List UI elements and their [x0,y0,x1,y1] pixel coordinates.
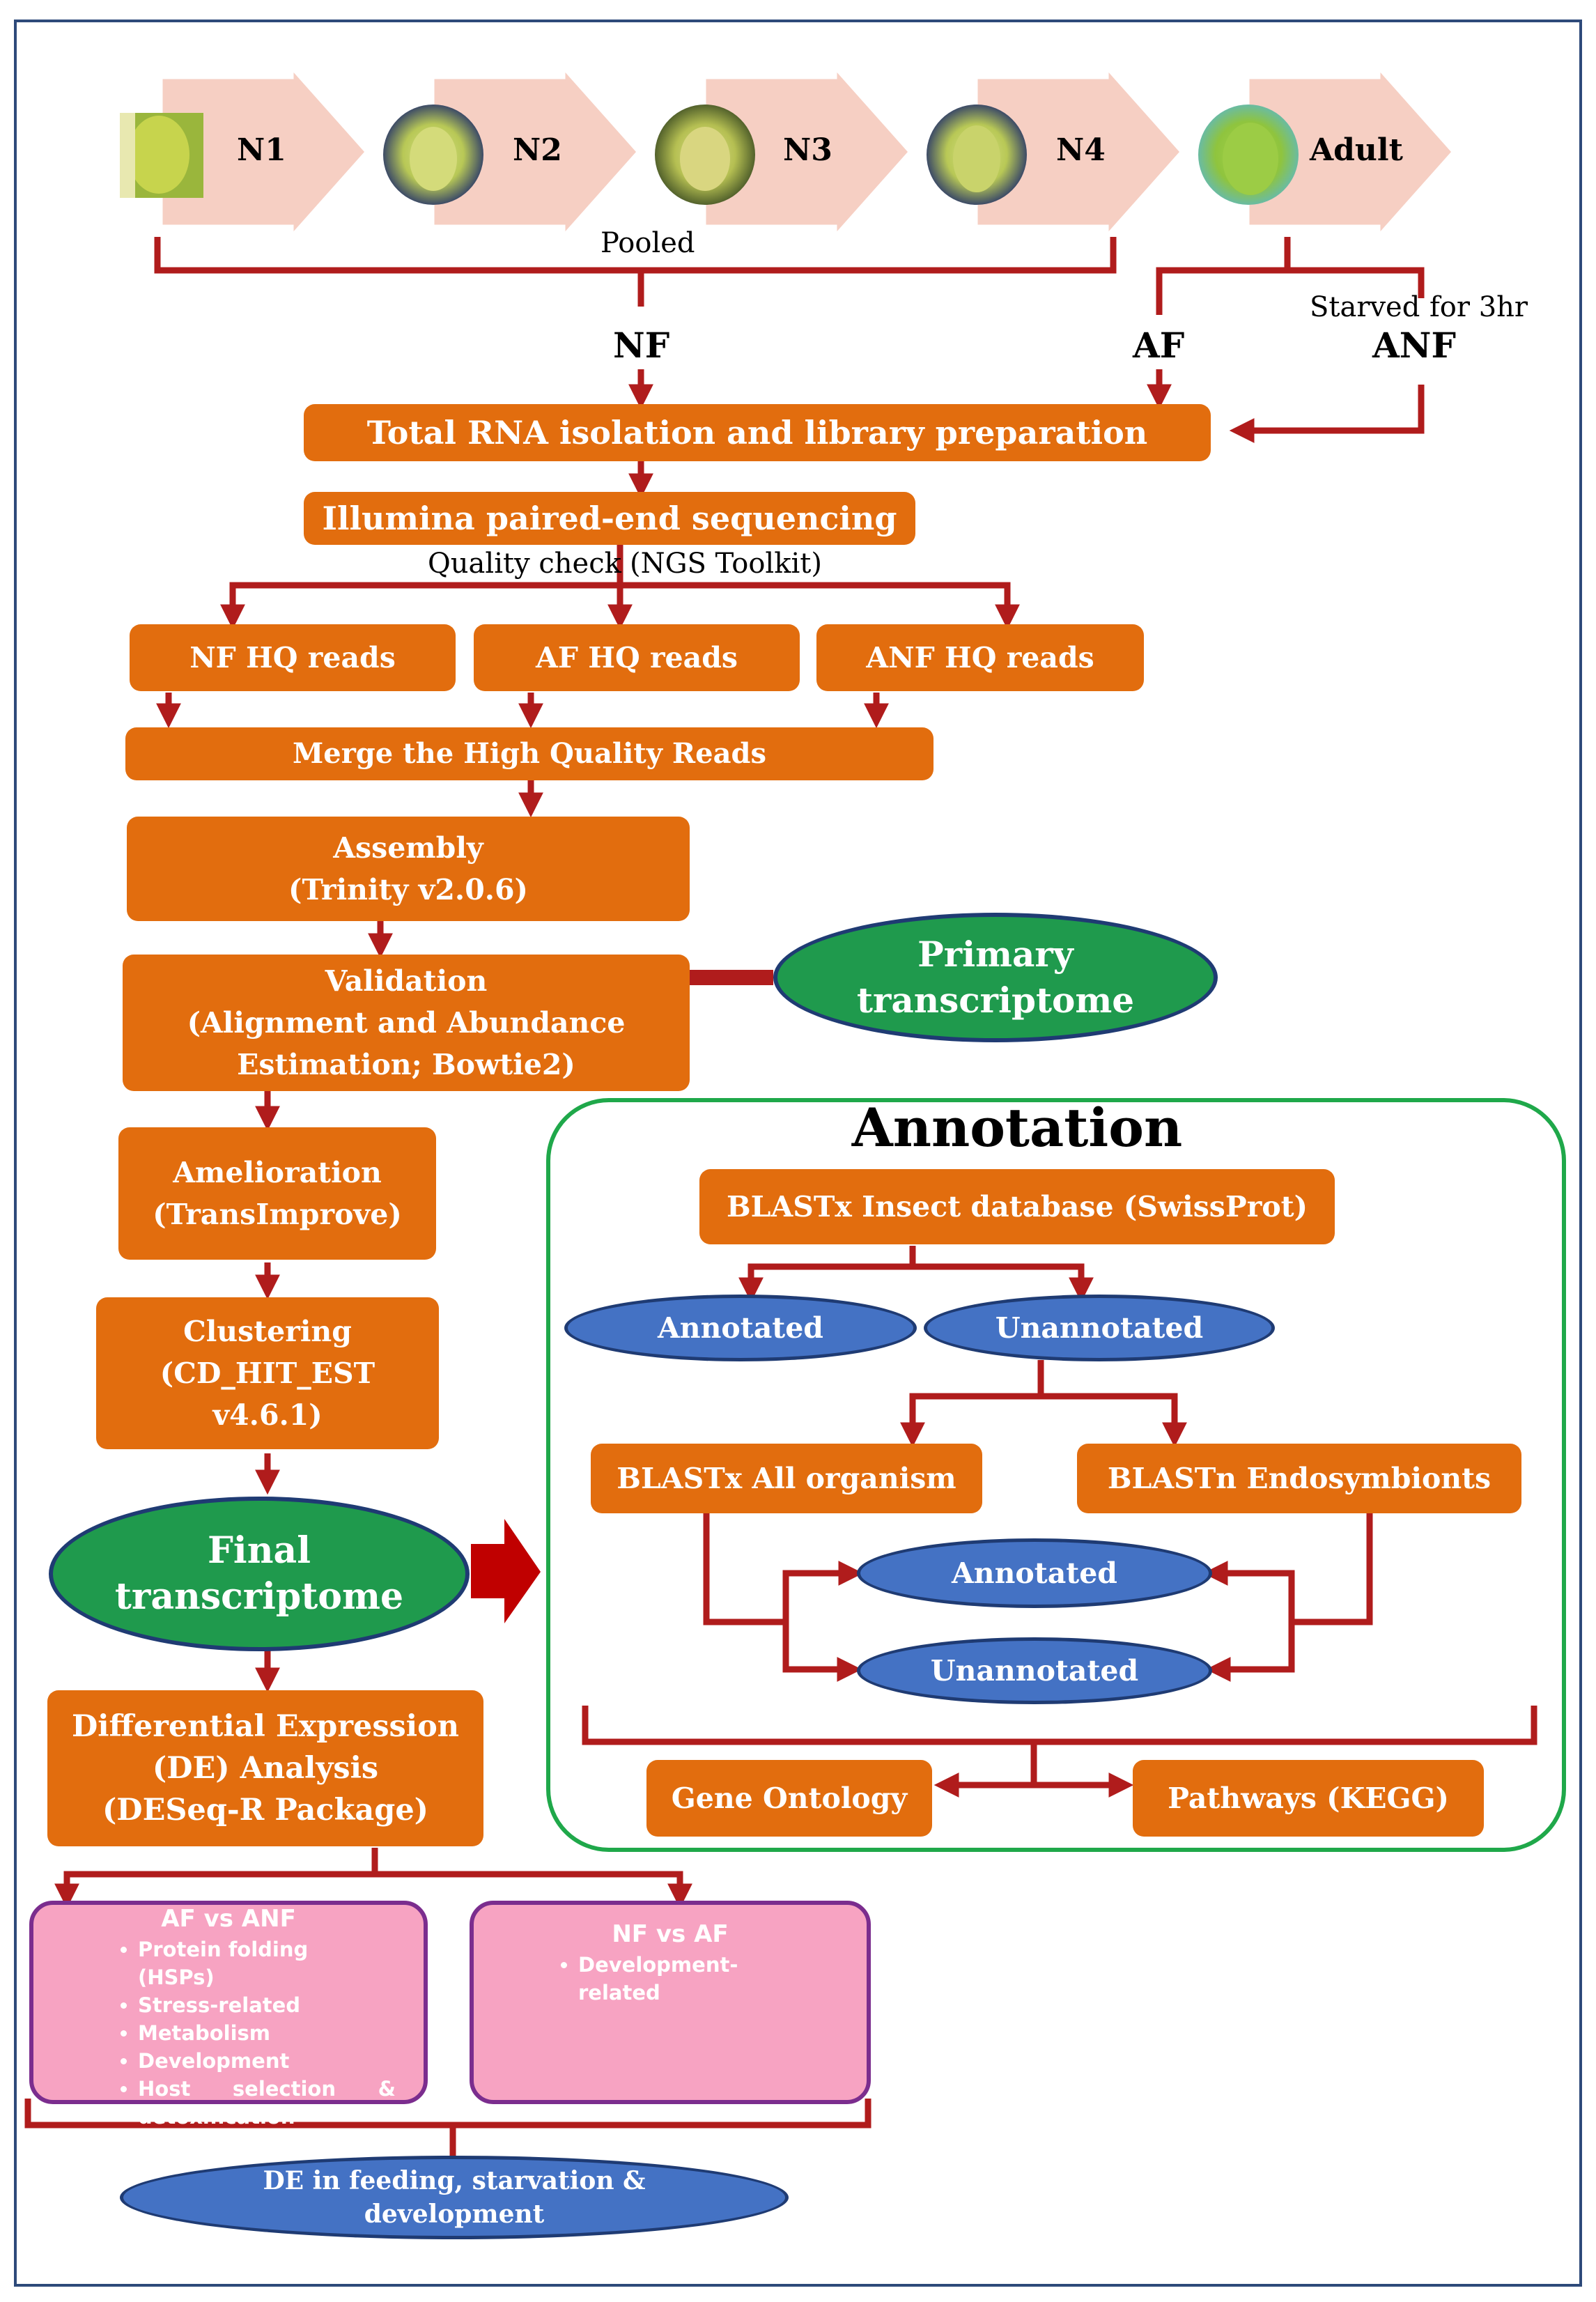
stage-label-n2: N2 [513,132,562,168]
nf-vs-af-panel: NF vs AF Development- related [470,1901,871,2104]
merge-reads-step: Merge the High Quality Reads [125,727,933,780]
list-item: detoxification [138,2105,295,2129]
stage-label-n1: N1 [237,132,286,168]
unannotated-ellipse-1: Unannotated [924,1295,1275,1361]
gene-ontology-step: Gene Ontology [646,1760,932,1837]
pathways-kegg-step: Pathways (KEGG) [1133,1760,1484,1837]
annotation-title: Annotation [851,1097,1183,1159]
af-label: AF [1133,325,1185,366]
af-vs-anf-panel: AF vs ANF Protein folding (HSPs) Stress-… [29,1901,428,2129]
chevron-n1 [160,67,368,237]
list-item: Protein folding (HSPs) [138,1936,382,1991]
nymph-n1-image [120,113,203,198]
illumina-sequencing-step: Illumina paired-end sequencing [304,492,915,545]
nymph-n3-image [655,105,755,205]
final-to-annotation-arrow [471,1519,541,1623]
de-analysis-step: Differential Expression (DE) Analysis (D… [47,1690,483,1846]
nf-vs-af-list: Development- related [474,1951,867,2007]
unannotated-ellipse-2: Unannotated [857,1637,1212,1704]
stage-label-n3: N3 [783,132,832,168]
assembly-step: Assembly (Trinity v2.0.6) [127,817,690,921]
final-transcriptome: Final transcriptome [49,1497,470,1651]
annotated-ellipse-2: Annotated [857,1538,1212,1608]
nf-label: NF [613,325,670,366]
adult-image [1198,105,1299,205]
ngs-toolkit-label: (NGS Toolkit) [630,548,822,580]
annotated-ellipse-1: Annotated [564,1295,917,1361]
chevron-n2 [432,67,640,237]
bottom-bracket [24,2099,871,2129]
list-item: Development [138,2047,382,2075]
stage-label-adult: Adult [1310,132,1403,168]
validation-primary-connector [687,970,773,985]
pooled-label: Pooled [601,227,695,259]
starved-label: Starved [1310,291,1420,323]
nf-vs-af-title: NF vs AF [612,1920,729,1948]
stage-chevrons [160,67,1455,237]
af-hq-reads-step: AF HQ reads [474,624,800,691]
anf-hq-reads-step: ANF HQ reads [816,624,1144,691]
list-item: Development- related [578,1951,825,2007]
chevron-n3 [704,67,911,237]
list-item: Host selection & [138,2075,396,2103]
list-item: Metabolism [138,2019,382,2047]
af-vs-anf-list: Protein folding (HSPs) Stress-related Me… [33,1936,424,2131]
adult-bracket [1156,267,1425,315]
nymph-n2-image [383,105,483,205]
stage-label-n4: N4 [1056,132,1106,168]
for-3hr-label: for 3hr [1430,291,1528,323]
annotation-panel [546,1098,1566,1852]
blastx-all-organism-step: BLASTx All organism [591,1444,982,1513]
chevron-adult [1247,67,1455,237]
de-summary: DE in feeding, starvation & development [120,2156,789,2239]
nf-hq-reads-step: NF HQ reads [130,624,456,691]
pooled-bracket [154,237,1117,274]
rna-isolation-step: Total RNA isolation and library preparat… [304,404,1211,461]
quality-check-label: Quality check [428,548,621,580]
anf-label: ANF [1372,325,1456,366]
clustering-step: Clustering (CD_HIT_EST v4.6.1) [96,1297,439,1449]
chevron-n4 [975,67,1183,237]
af-vs-anf-title: AF vs ANF [161,1905,296,1933]
nymph-n4-image [927,105,1027,205]
blastn-endosymbionts-step: BLASTn Endosymbionts [1077,1444,1521,1513]
blastx-insect-step: BLASTx Insect database (SwissProt) [699,1169,1335,1244]
amelioration-step: Amelioration (TransImprove) [118,1127,436,1260]
anf-to-rna [1229,385,1425,443]
list-item: Stress-related [138,1991,382,2019]
validation-step: Validation (Alignment and Abundance Esti… [123,955,690,1091]
outer-frame [14,20,1582,2287]
primary-transcriptome: Primary transcriptome [773,913,1218,1042]
